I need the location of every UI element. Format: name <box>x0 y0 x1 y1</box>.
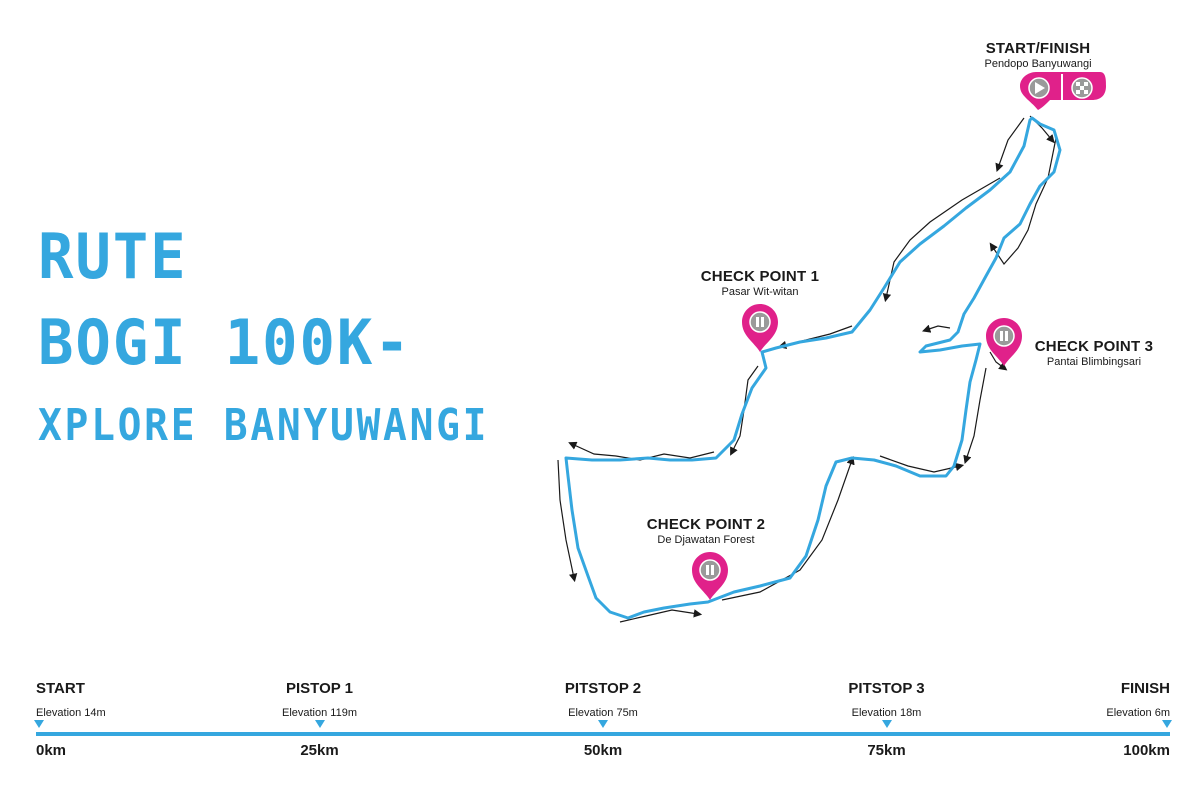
timeline-stop-name: FINISH <box>1120 680 1170 697</box>
timeline-tick-icon <box>314 720 325 728</box>
start-finish-place: Pendopo Banyuwangi <box>984 58 1092 70</box>
guide-segment-10 <box>879 455 965 473</box>
checkpoint-2-label: CHECK POINT 2 De Djawatan Forest <box>626 516 786 546</box>
timeline-stop-3: PITSTOP 2 Elevation 75m <box>543 680 663 720</box>
pause-icon <box>699 559 721 581</box>
start-finish-name: START/FINISH <box>985 40 1091 57</box>
guide-segment-1 <box>995 117 1025 172</box>
pause-icon <box>993 325 1015 347</box>
guide-segment-8 <box>619 609 703 623</box>
timeline-tick-icon <box>34 720 44 728</box>
guide-segment-12 <box>922 324 951 333</box>
timeline-stop-name: START <box>36 680 85 697</box>
timeline-bar <box>36 732 1170 736</box>
timeline-stop-distance: 100km <box>1123 742 1170 759</box>
guide-segment-3 <box>882 177 1001 303</box>
timeline-stop-distance: 25km <box>300 742 339 759</box>
timeline-stop-elevation: Elevation 18m <box>851 707 922 719</box>
timeline-stop-5: FINISH Elevation 6m <box>1106 680 1170 720</box>
timeline-stop-distance: 0km <box>36 742 67 759</box>
checkpoint-3-marker <box>986 318 1022 366</box>
guide-segment-9 <box>721 456 855 601</box>
title-line-2: BOGI 100K- <box>38 306 412 379</box>
timeline-stop-name: PITSTOP 2 <box>564 680 642 697</box>
direction-guide <box>557 115 1057 623</box>
timeline-stop-elevation: Elevation 6m <box>1106 707 1170 719</box>
timeline-stop-2: PISTOP 1 Elevation 119m <box>260 680 380 720</box>
timeline-stop-distance: 50km <box>583 742 623 759</box>
timeline-stop-name: PITSTOP 3 <box>848 680 925 697</box>
timeline-stop-1: START Elevation 14m <box>36 680 106 720</box>
checkpoint-2-name: CHECK POINT 2 <box>646 516 766 533</box>
title-line-3: XPLORE BANYUWANGI <box>38 400 490 451</box>
timeline-stop-4: PITSTOP 3 Elevation 18m <box>827 680 947 720</box>
route-map <box>557 72 1106 623</box>
checkpoint-1-label: CHECK POINT 1 Pasar Wit-witan <box>680 268 840 298</box>
checkpoint-3-name: CHECK POINT 3 <box>1034 338 1154 355</box>
checkpoint-2-place: De Djawatan Forest <box>657 534 755 546</box>
elevation-timeline: START Elevation 14m 0km PISTOP 1 Elevation 1… <box>0 680 1200 790</box>
guide-segment-11 <box>963 367 987 464</box>
checkpoint-1-place: Pasar Wit-witan <box>721 286 799 298</box>
timeline-stop-distance: 75km <box>867 742 906 759</box>
timeline-tick-icon <box>881 720 892 728</box>
timeline-tick-icon <box>598 720 608 728</box>
start-finish-label: START/FINISH Pendopo Banyuwangi <box>968 40 1108 70</box>
checkpoint-1-marker <box>742 304 778 352</box>
timeline-stop-elevation: Elevation 14m <box>36 707 106 719</box>
route-path <box>564 116 1062 620</box>
start-finish-marker <box>1020 72 1106 110</box>
checkpoint-2-marker <box>692 552 728 600</box>
timeline-stop-elevation: Elevation 75m <box>568 707 638 719</box>
title-line-1: RUTE <box>38 220 188 293</box>
timeline-stop-name: PISTOP 1 <box>286 680 353 697</box>
pause-icon <box>749 311 771 333</box>
guide-segment-7 <box>557 459 578 583</box>
timeline-stop-elevation: Elevation 119m <box>281 707 357 719</box>
checkpoint-3-label: CHECK POINT 3 Pantai Blimbingsari <box>1014 338 1174 368</box>
timeline-tick-icon <box>1162 720 1172 728</box>
checkpoint-3-place: Pantai Blimbingsari <box>1046 356 1142 368</box>
checkpoint-1-name: CHECK POINT 1 <box>700 268 820 285</box>
guide-segment-13 <box>989 351 1008 371</box>
